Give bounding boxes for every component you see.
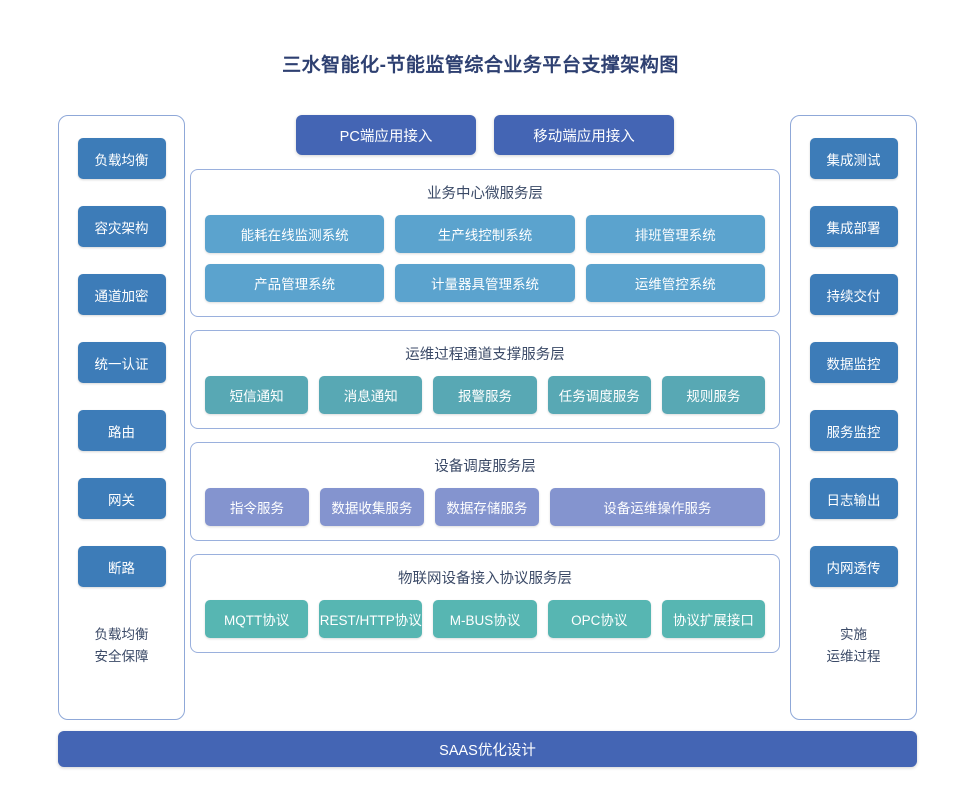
left-item-circuit-breaker[interactable]: 断路 bbox=[77, 546, 166, 587]
left-item-channel-encryption[interactable]: 通道加密 bbox=[77, 274, 166, 315]
left-item-load-balance[interactable]: 负载均衡 bbox=[77, 138, 166, 179]
chip-rule-service[interactable]: 规则服务 bbox=[661, 376, 766, 414]
layer-title-business: 业务中心微服务层 bbox=[427, 186, 543, 202]
chip-mqtt-protocol[interactable]: MQTT协议 bbox=[205, 600, 309, 638]
left-footer-line-1: 负载均衡 bbox=[94, 627, 149, 642]
chip-product-management[interactable]: 产品管理系统 bbox=[205, 264, 385, 302]
right-item-integration-deploy[interactable]: 集成部署 bbox=[809, 206, 898, 247]
chip-row: 短信通知 消息通知 报警服务 任务调度服务 规则服务 bbox=[205, 376, 766, 414]
chip-energy-online-monitoring[interactable]: 能耗在线监测系统 bbox=[205, 215, 385, 253]
chip-protocol-extension-interface[interactable]: 协议扩展接口 bbox=[661, 600, 766, 638]
right-item-service-monitoring[interactable]: 服务监控 bbox=[809, 410, 898, 451]
chip-opc-protocol[interactable]: OPC协议 bbox=[547, 600, 651, 638]
layer-device-scheduling: 设备调度服务层 指令服务 数据收集服务 数据存储服务 设备运维操作服务 bbox=[190, 442, 780, 541]
access-button-row: PC端应用接入 移动端应用接入 bbox=[190, 115, 780, 155]
chip-command-service[interactable]: 指令服务 bbox=[205, 488, 309, 526]
chip-data-storage-service[interactable]: 数据存储服务 bbox=[434, 488, 539, 526]
layer-iot-protocol: 物联网设备接入协议服务层 MQTT协议 REST/HTTP协议 M-BUS协议 … bbox=[190, 554, 780, 653]
center-stack: PC端应用接入 移动端应用接入 业务中心微服务层 能耗在线监测系统 生产线控制系… bbox=[190, 115, 780, 720]
chip-alarm-service[interactable]: 报警服务 bbox=[433, 376, 537, 414]
right-item-log-output[interactable]: 日志输出 bbox=[809, 478, 898, 519]
saas-optimization-bar[interactable]: SAAS优化设计 bbox=[58, 731, 917, 767]
layer-title-ops: 运维过程通道支撑服务层 bbox=[405, 347, 565, 363]
chip-sms-notification[interactable]: 短信通知 bbox=[205, 376, 309, 414]
chip-metering-device-management[interactable]: 计量器具管理系统 bbox=[395, 264, 575, 302]
right-item-integration-test[interactable]: 集成测试 bbox=[809, 138, 898, 179]
layer-ops-channel-support: 运维过程通道支撑服务层 短信通知 消息通知 报警服务 任务调度服务 规则服务 bbox=[190, 330, 780, 429]
layer-title-device: 设备调度服务层 bbox=[434, 459, 536, 475]
access-button-mobile[interactable]: 移动端应用接入 bbox=[494, 115, 674, 155]
chip-production-line-control[interactable]: 生产线控制系统 bbox=[395, 215, 575, 253]
left-capability-column: 负载均衡 容灾架构 通道加密 统一认证 路由 网关 断路 负载均衡 安全保障 bbox=[58, 115, 185, 720]
left-item-routing[interactable]: 路由 bbox=[77, 410, 166, 451]
layer-title-iot: 物联网设备接入协议服务层 bbox=[398, 571, 572, 587]
chip-mbus-protocol[interactable]: M-BUS协议 bbox=[433, 600, 537, 638]
page-title: 三水智能化-节能监管综合业务平台支撑架构图 bbox=[282, 55, 679, 76]
right-capability-column: 集成测试 集成部署 持续交付 数据监控 服务监控 日志输出 内网透传 实施 运维… bbox=[790, 115, 917, 720]
left-column-footer: 负载均衡 安全保障 bbox=[95, 624, 149, 669]
right-item-intranet-tunnel[interactable]: 内网透传 bbox=[809, 546, 898, 587]
left-item-gateway[interactable]: 网关 bbox=[77, 478, 166, 519]
access-button-pc[interactable]: PC端应用接入 bbox=[296, 115, 476, 155]
chip-task-scheduling-service[interactable]: 任务调度服务 bbox=[547, 376, 651, 414]
right-footer-line-2: 运维过程 bbox=[826, 649, 881, 665]
chip-shift-management[interactable]: 排班管理系统 bbox=[585, 215, 765, 253]
right-item-data-monitoring[interactable]: 数据监控 bbox=[809, 342, 898, 383]
right-item-continuous-delivery[interactable]: 持续交付 bbox=[809, 274, 898, 315]
left-footer-line-2: 安全保障 bbox=[94, 649, 149, 665]
chip-row: 能耗在线监测系统 生产线控制系统 排班管理系统 bbox=[205, 215, 765, 253]
chip-row: 产品管理系统 计量器具管理系统 运维管控系统 bbox=[205, 264, 765, 302]
chip-message-notification[interactable]: 消息通知 bbox=[319, 376, 423, 414]
right-column-footer: 实施 运维过程 bbox=[827, 624, 881, 669]
right-footer-line-1: 实施 bbox=[840, 627, 867, 642]
chip-row: 指令服务 数据收集服务 数据存储服务 设备运维操作服务 bbox=[205, 488, 765, 526]
layer-business-center: 业务中心微服务层 能耗在线监测系统 生产线控制系统 排班管理系统 产品管理系统 … bbox=[190, 169, 780, 317]
chip-data-collection-service[interactable]: 数据收集服务 bbox=[319, 488, 424, 526]
left-item-dr-architecture[interactable]: 容灾架构 bbox=[77, 206, 166, 247]
chip-device-ops-operation-service[interactable]: 设备运维操作服务 bbox=[549, 488, 765, 526]
chip-ops-control-system[interactable]: 运维管控系统 bbox=[585, 264, 765, 302]
chip-row: MQTT协议 REST/HTTP协议 M-BUS协议 OPC协议 协议扩展接口 bbox=[205, 600, 766, 638]
chip-rest-http-protocol[interactable]: REST/HTTP协议 bbox=[319, 600, 423, 638]
left-item-unified-auth[interactable]: 统一认证 bbox=[77, 342, 166, 383]
